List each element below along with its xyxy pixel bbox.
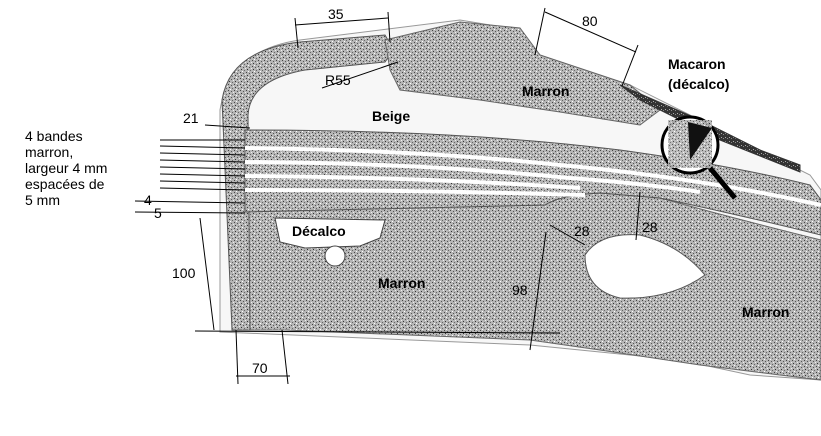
dim-98-line bbox=[529, 231, 547, 351]
decalco-window bbox=[274, 217, 386, 249]
dim-r55-leader bbox=[321, 61, 399, 89]
dim-35-line bbox=[294, 17, 389, 26]
dim-21-line bbox=[204, 124, 251, 129]
marron-top-area bbox=[384, 21, 661, 126]
zone-decalco-label: Décalco bbox=[292, 223, 346, 239]
zone-marron-center-label: Marron bbox=[378, 275, 425, 291]
zone-marron-top-label: Marron bbox=[522, 83, 569, 99]
dim-70-label: 70 bbox=[252, 360, 268, 376]
dim-35-ext-left bbox=[294, 17, 299, 49]
stripe-1 bbox=[244, 146, 821, 207]
dim-35-ext-right bbox=[387, 11, 391, 43]
dim-28a-line bbox=[549, 224, 586, 246]
zone-macaron-sub-label: (décalco) bbox=[668, 76, 729, 92]
ref-line-8 bbox=[159, 187, 246, 191]
ref-line-5 bbox=[159, 166, 246, 170]
dim-5-label: 5 bbox=[154, 205, 162, 221]
stripes-note: 4 bandes marron, largeur 4 mm espacées d… bbox=[25, 128, 135, 208]
stripes bbox=[244, 146, 821, 207]
dim-28b-line bbox=[635, 191, 641, 241]
marron-upper-strip bbox=[244, 129, 821, 236]
dim-80-label: 80 bbox=[582, 13, 598, 29]
zone-beige-label: Beige bbox=[372, 108, 410, 124]
zone-marron-right-label: Marron bbox=[742, 304, 789, 320]
baseline bbox=[194, 330, 561, 334]
ref-line-4 bbox=[159, 159, 246, 163]
dim-r55-label: R55 bbox=[325, 72, 351, 88]
ref-line-3 bbox=[159, 152, 246, 156]
dim-100-label: 100 bbox=[172, 265, 196, 281]
note-line-2: marron, bbox=[25, 144, 74, 160]
note-line-1: 4 bandes bbox=[25, 128, 83, 144]
dim-70-ext-left bbox=[235, 329, 239, 385]
decalco-circle bbox=[324, 245, 346, 267]
dim-100-line bbox=[199, 217, 215, 331]
dim-98-label: 98 bbox=[512, 282, 528, 298]
stripe-reference-lines bbox=[134, 139, 246, 214]
dim-28b-label: 28 bbox=[642, 219, 658, 235]
teardrop-window bbox=[584, 234, 706, 299]
ref-line-9 bbox=[134, 200, 246, 204]
ref-line-2 bbox=[159, 145, 246, 149]
note-line-3: largeur 4 mm bbox=[25, 160, 108, 176]
magnifier-handle bbox=[708, 166, 737, 200]
note-line-5: 5 mm bbox=[25, 192, 60, 208]
dimension-lines bbox=[199, 7, 641, 385]
dim-80-ext-right bbox=[621, 44, 639, 87]
ref-line-7 bbox=[159, 180, 246, 184]
stripe-3 bbox=[244, 174, 581, 190]
dim-4-label: 4 bbox=[144, 192, 152, 208]
dim-80-ext-left bbox=[534, 7, 546, 56]
dim-21-label: 21 bbox=[183, 110, 199, 126]
zone-macaron-label: Macaron bbox=[668, 56, 726, 72]
dim-28a-label: 28 bbox=[574, 223, 590, 239]
dim-70-ext-right bbox=[281, 329, 289, 385]
ref-line-10 bbox=[134, 211, 246, 214]
stripe-4 bbox=[244, 188, 586, 197]
ref-line-6 bbox=[159, 173, 246, 177]
macaron-magnifier bbox=[660, 115, 737, 200]
macaron-triangle bbox=[688, 122, 712, 160]
dim-35-label: 35 bbox=[328, 6, 344, 22]
dim-80-line bbox=[544, 11, 637, 53]
note-line-4: espacées de bbox=[25, 176, 105, 192]
stripe-2 bbox=[244, 160, 701, 194]
